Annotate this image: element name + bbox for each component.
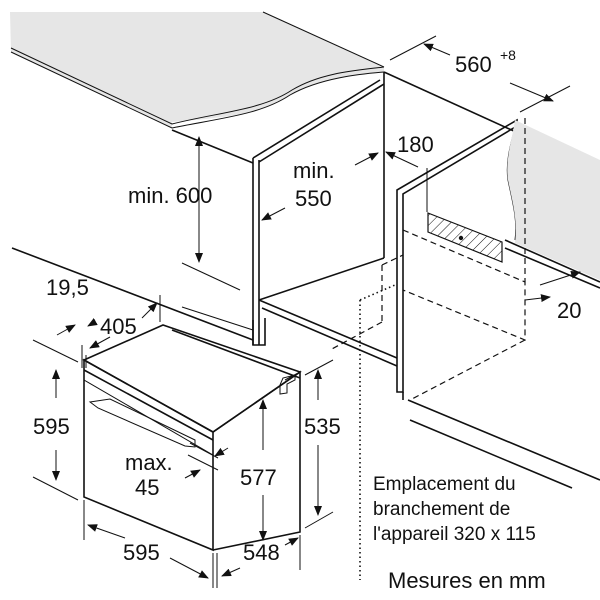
label-oven-width: 595 <box>123 540 160 565</box>
label-niche-depth-min: min. <box>293 158 335 183</box>
connection-point-icon <box>458 235 464 241</box>
connection-zone <box>427 212 503 263</box>
niche-dimensions <box>181 35 581 303</box>
label-niche-width-tolerance: +8 <box>500 47 516 63</box>
label-niche-depth: 550 <box>295 186 332 211</box>
oven <box>82 324 302 552</box>
label-oven-depth-top: 405 <box>100 314 137 339</box>
oven-handle <box>88 398 196 448</box>
label-inner-height: 577 <box>240 465 277 490</box>
label-connection-offset: 180 <box>397 132 434 157</box>
label-oven-body-height: 535 <box>304 414 341 439</box>
label-oven-height: 595 <box>33 414 70 439</box>
label-handle-value: 45 <box>135 475 159 500</box>
label-oven-depth: 548 <box>243 540 280 565</box>
label-handle-max: max. <box>125 450 173 475</box>
label-front-thickness: 19,5 <box>46 275 89 300</box>
note-line-3: l'appareil 320 x 115 <box>373 524 536 545</box>
niche-cabinet <box>11 71 600 580</box>
label-rear-gap: 20 <box>557 298 581 323</box>
label-niche-height: min. 600 <box>128 183 212 208</box>
units-label: Mesures en mm <box>388 568 546 593</box>
label-niche-width: 560 <box>455 52 492 77</box>
note-line-2: branchement de <box>373 499 510 520</box>
countertop <box>10 11 385 129</box>
oven-dimensions <box>32 295 334 588</box>
note-line-1: Emplacement du <box>373 474 516 495</box>
